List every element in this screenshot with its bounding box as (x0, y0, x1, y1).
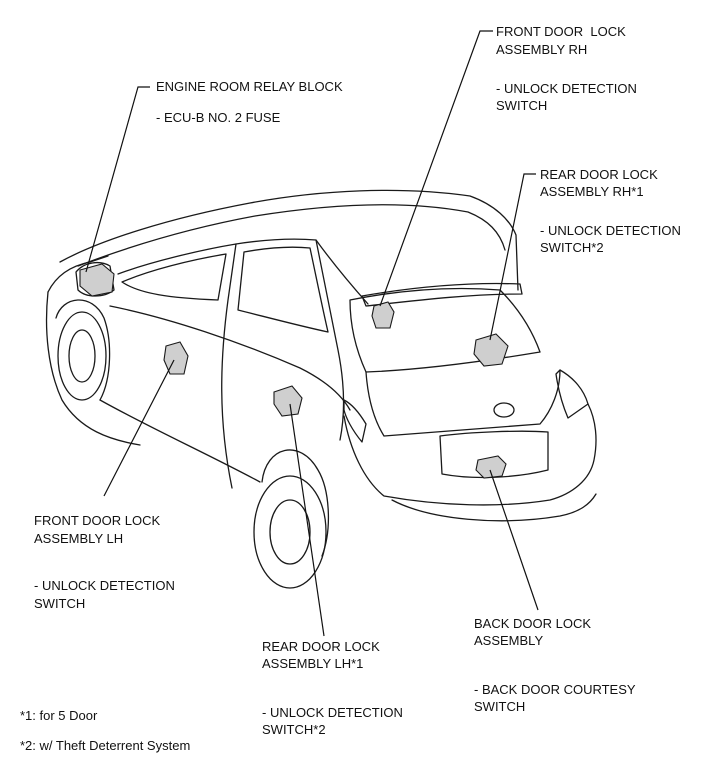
back-door-courtesy-item-2: SWITCH (474, 699, 526, 714)
engine-room-relay-block-part (79, 263, 115, 297)
rear-door-lock-lh-title-1: REAR DOOR LOCK (262, 639, 380, 654)
side-mirror (75, 261, 115, 297)
rear-door-lock-lh-item-1: - UNLOCK DETECTION (262, 705, 403, 720)
front-window (121, 253, 227, 301)
front-door-lock-lh-title-1: FRONT DOOR LOCK (34, 513, 161, 528)
c-pillar (315, 239, 369, 305)
leader-front-rh (379, 30, 493, 307)
back-door-courtesy-item-1: - BACK DOOR COURTESY (474, 682, 636, 697)
emblem (493, 402, 515, 418)
front-door-lock-rh-title-2: ASSEMBLY RH (496, 42, 588, 57)
front-door-lock-lh-item-1: - UNLOCK DETECTION (34, 578, 175, 593)
leader-back-door (489, 469, 539, 611)
engine-room-relay-block-label: ENGINE ROOM RELAY BLOCK (156, 79, 343, 94)
side-sill (99, 399, 261, 483)
front-wheel (57, 311, 107, 401)
back-door-lock-title-1: BACK DOOR LOCK (474, 616, 592, 631)
roof-inner-line (77, 204, 506, 267)
rear-door-lock-rh-item-2: SWITCH*2 (540, 240, 604, 255)
rear-door-lock-lh-part (273, 385, 303, 417)
tail-lamp-left (343, 399, 367, 443)
hood-outline (47, 255, 109, 293)
rear-bumper (343, 403, 597, 506)
lower-bumper (391, 493, 597, 522)
front-door-lock-lh-item-2: SWITCH (34, 596, 86, 611)
leader-rear-rh (489, 173, 536, 341)
footnote-2: *2: w/ Theft Deterrent System (20, 738, 191, 753)
footnote-1: *1: for 5 Door (20, 708, 98, 723)
front-door-lock-lh-title-2: ASSEMBLY LH (34, 531, 124, 546)
roof-outline (59, 189, 519, 291)
rear-door-lock-rh-part (473, 333, 509, 367)
back-door-lock-part (475, 455, 507, 479)
rear-hatch (365, 369, 561, 437)
rear-spoiler (361, 282, 523, 307)
rear-wheel-hub (269, 499, 311, 565)
front-door-lock-lh-part (163, 341, 189, 375)
rear-door-lock-rh-title-2: ASSEMBLY RH*1 (540, 184, 644, 199)
front-wheel-arch (55, 299, 111, 401)
rear-door-lock-lh-item-2: SWITCH*2 (262, 722, 326, 737)
side-belt-line (109, 305, 351, 411)
rear-door (235, 238, 345, 441)
rear-window (237, 246, 329, 333)
front-door (117, 243, 237, 489)
rear-wheel (253, 475, 327, 589)
rear-wheel-arch (261, 449, 330, 557)
rear-door-lock-rh-title-1: REAR DOOR LOCK (540, 167, 658, 182)
leader-front-lh (103, 359, 175, 497)
leader-engine-room (85, 86, 150, 273)
front-door-lock-rh-item-1: - UNLOCK DETECTION (496, 81, 637, 96)
leader-rear-lh (289, 403, 325, 637)
front-body (45, 291, 141, 446)
rear-door-lock-lh-title-2: ASSEMBLY LH*1 (262, 656, 364, 671)
front-door-lock-rh-part (371, 301, 395, 329)
rear-door-lock-rh-item-1: - UNLOCK DETECTION (540, 223, 681, 238)
rear-hatch-glass (349, 287, 541, 373)
back-door-lock-title-2: ASSEMBLY (474, 633, 544, 648)
license-plate-recess (439, 430, 549, 479)
front-door-lock-rh-title-1: FRONT DOOR LOCK (496, 24, 626, 39)
ecu-b-fuse-label: - ECU-B NO. 2 FUSE (156, 110, 281, 125)
front-door-lock-rh-item-2: SWITCH (496, 98, 548, 113)
tail-lamp-right (555, 369, 589, 419)
front-wheel-hub (68, 329, 96, 383)
